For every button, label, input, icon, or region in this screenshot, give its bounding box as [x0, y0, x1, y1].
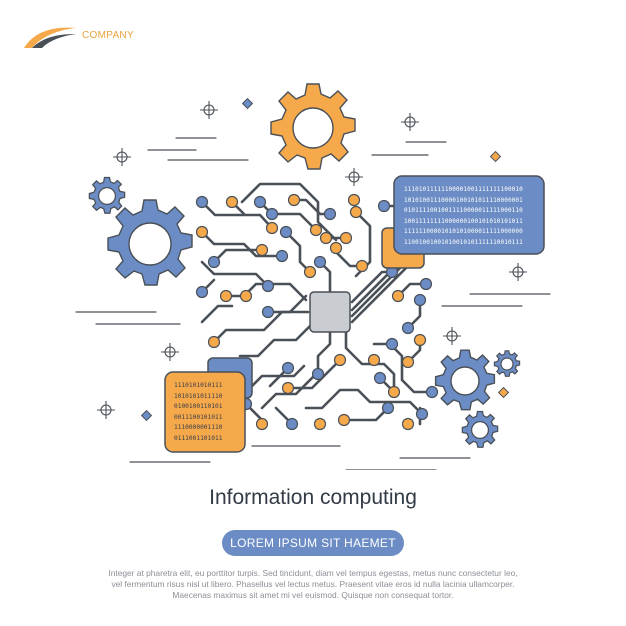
binary-line: 01011110010011110000011111000110 — [404, 207, 523, 215]
body-line: vel fermentum risus nisl ut libero. Phas… — [111, 579, 515, 589]
binary-line: 11001001001010010101111110010111 — [404, 238, 523, 246]
gear-icon — [461, 410, 499, 448]
diamond-icons — [140, 97, 510, 422]
gear-icon — [493, 350, 521, 377]
information-computing-illustration — [75, 83, 551, 470]
gear-icon — [434, 349, 496, 411]
circuit-chip-icon — [309, 291, 351, 333]
binary-line: 0111001101011 — [174, 434, 223, 442]
blue-data-panel — [381, 175, 545, 269]
binary-line: 0011100101011 — [174, 413, 223, 421]
gear-icon — [270, 83, 356, 170]
company-name: COMPANY — [82, 30, 134, 41]
binary-line: 10101001110000100101011110000001 — [404, 196, 523, 204]
binary-line: 11111100001010101000011111000000 — [404, 228, 523, 236]
binary-line: 1110101010111 — [174, 382, 223, 389]
body-line: Maecenas maximus sit amet mi vel euismod… — [172, 590, 454, 600]
gear-icon — [88, 176, 126, 214]
page-title: Information computing — [209, 486, 417, 509]
cta-button[interactable]: LOREM IPSUM SIT HAEMET — [222, 530, 404, 556]
binary-line: 10011111111000000100101010101011 — [404, 217, 523, 225]
orange-panel-binary: 1110101010111 1010101011110 010010011010… — [174, 381, 240, 445]
decor-lines — [75, 137, 551, 470]
gear-icon — [107, 199, 193, 286]
company-logo-icon — [24, 27, 76, 48]
crosshair-icons — [97, 101, 527, 419]
body-line: Integer at pharetra elit, eu porttitor t… — [108, 568, 518, 578]
body-paragraph: Integer at pharetra elit, eu porttitor t… — [90, 568, 536, 601]
binary-line: 1110000001110 — [174, 424, 223, 432]
binary-line: 1010101011110 — [174, 392, 223, 400]
blue-panel-binary: 11101011111100001001111111100010 1010100… — [404, 185, 538, 249]
binary-line: 11101011111100001001111111100010 — [404, 186, 523, 193]
binary-line: 0100100110101 — [174, 403, 223, 411]
orange-data-panel — [164, 357, 253, 453]
